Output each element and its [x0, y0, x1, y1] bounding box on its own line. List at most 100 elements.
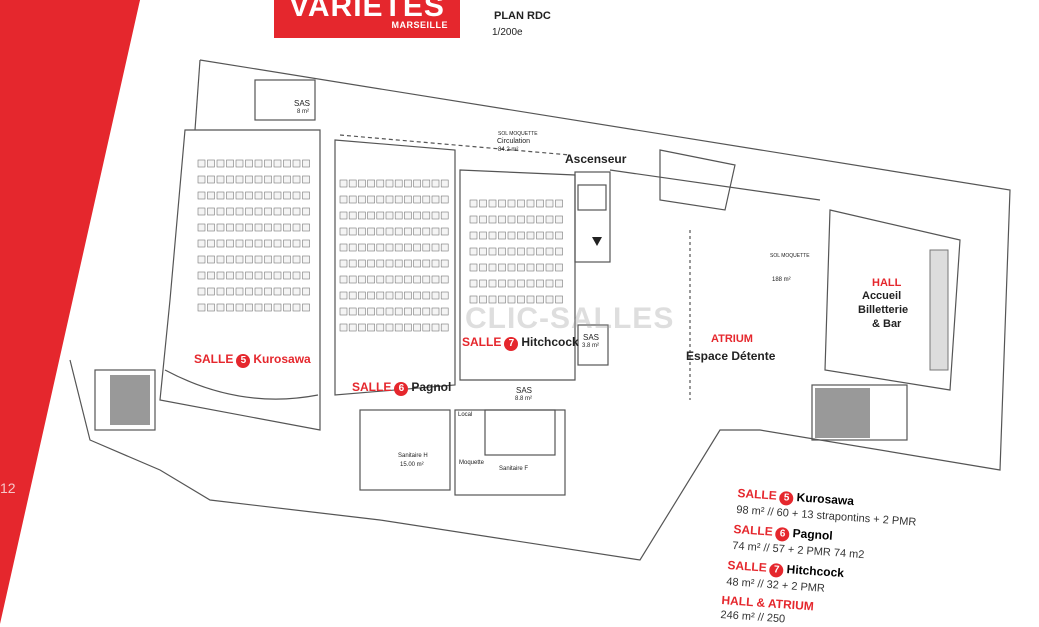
seat	[302, 207, 310, 216]
salle5-word: SALLE	[194, 352, 234, 366]
seat	[385, 211, 394, 220]
seat	[254, 239, 263, 248]
seat	[413, 227, 421, 236]
seat	[385, 179, 394, 188]
atrium-area: 188 m²	[772, 277, 791, 283]
seat	[283, 239, 291, 248]
seat	[422, 227, 431, 236]
seat	[394, 307, 403, 316]
seat	[358, 179, 366, 188]
seat	[339, 323, 348, 332]
seat	[479, 279, 487, 288]
seat	[376, 307, 385, 316]
seat	[367, 243, 375, 252]
salle6-name: Pagnol	[411, 380, 452, 394]
seat	[348, 291, 357, 300]
seat	[376, 275, 385, 284]
seat	[216, 255, 225, 264]
seat	[404, 243, 412, 252]
seat	[197, 159, 206, 168]
seat	[545, 295, 554, 304]
seat	[207, 303, 215, 312]
seat	[431, 291, 440, 300]
legend-salle7-number: 7	[769, 562, 785, 578]
sas-salle7-area: 3.8 m²	[582, 343, 600, 349]
seat	[273, 207, 282, 216]
sanitaire-f-label: Sanitaire F	[499, 466, 529, 472]
seat	[216, 207, 225, 216]
seat	[376, 211, 385, 220]
seat	[292, 223, 301, 232]
seat	[264, 239, 272, 248]
seat	[283, 271, 291, 280]
seat	[264, 223, 272, 232]
logo-title: VARIÉTÉS	[289, 0, 445, 23]
salle7-word: SALLE	[462, 335, 502, 349]
seat	[348, 195, 357, 204]
seat	[517, 247, 525, 256]
seat	[264, 191, 272, 200]
seat	[207, 271, 215, 280]
seat	[507, 215, 516, 224]
legend-item-hall-atrium: HALL & ATRIUM 246 m² // 250	[720, 593, 814, 627]
seat	[507, 231, 516, 240]
salle7-number: 7	[504, 337, 519, 351]
seat	[404, 211, 412, 220]
hall-line-2: Billetterie	[858, 304, 909, 316]
seat	[207, 175, 215, 184]
seat	[422, 259, 431, 268]
seat	[348, 259, 357, 268]
sas-bottom-label: SAS	[516, 386, 533, 395]
seat	[440, 307, 449, 316]
seat	[404, 291, 412, 300]
seat	[207, 287, 215, 296]
seat	[526, 263, 535, 272]
seat	[216, 239, 225, 248]
seat	[507, 199, 516, 208]
seat	[479, 199, 487, 208]
seat	[394, 323, 403, 332]
seat	[385, 195, 394, 204]
seat	[545, 231, 554, 240]
seat	[526, 247, 535, 256]
seat	[488, 199, 497, 208]
seat	[469, 263, 478, 272]
seat	[431, 323, 440, 332]
seat	[273, 287, 282, 296]
salle5-name: Kurosawa	[253, 352, 311, 366]
seat	[358, 323, 366, 332]
seat	[526, 215, 535, 224]
seat	[555, 295, 563, 304]
seat	[216, 223, 225, 232]
seat	[216, 175, 225, 184]
seat	[358, 307, 366, 316]
legend-salle6-word: SALLE	[733, 522, 774, 539]
seat	[245, 271, 253, 280]
seat	[226, 303, 234, 312]
seat	[197, 255, 206, 264]
seat	[273, 239, 282, 248]
seat	[226, 271, 234, 280]
seat	[264, 255, 272, 264]
seat	[235, 239, 244, 248]
seat	[469, 231, 478, 240]
seat	[339, 259, 348, 268]
seat	[302, 287, 310, 296]
seat	[498, 199, 506, 208]
seat	[302, 175, 310, 184]
seat	[498, 247, 506, 256]
hall-line-3: & Bar	[872, 318, 902, 330]
seat	[273, 191, 282, 200]
legend-salle6-name: Pagnol	[792, 526, 834, 543]
seat	[207, 223, 215, 232]
seat	[348, 323, 357, 332]
seat	[245, 207, 253, 216]
seat	[517, 231, 525, 240]
atrium-subtitle: Espace Détente	[686, 349, 776, 363]
seat	[555, 215, 563, 224]
seat	[245, 159, 253, 168]
seat	[283, 207, 291, 216]
seat	[413, 307, 421, 316]
